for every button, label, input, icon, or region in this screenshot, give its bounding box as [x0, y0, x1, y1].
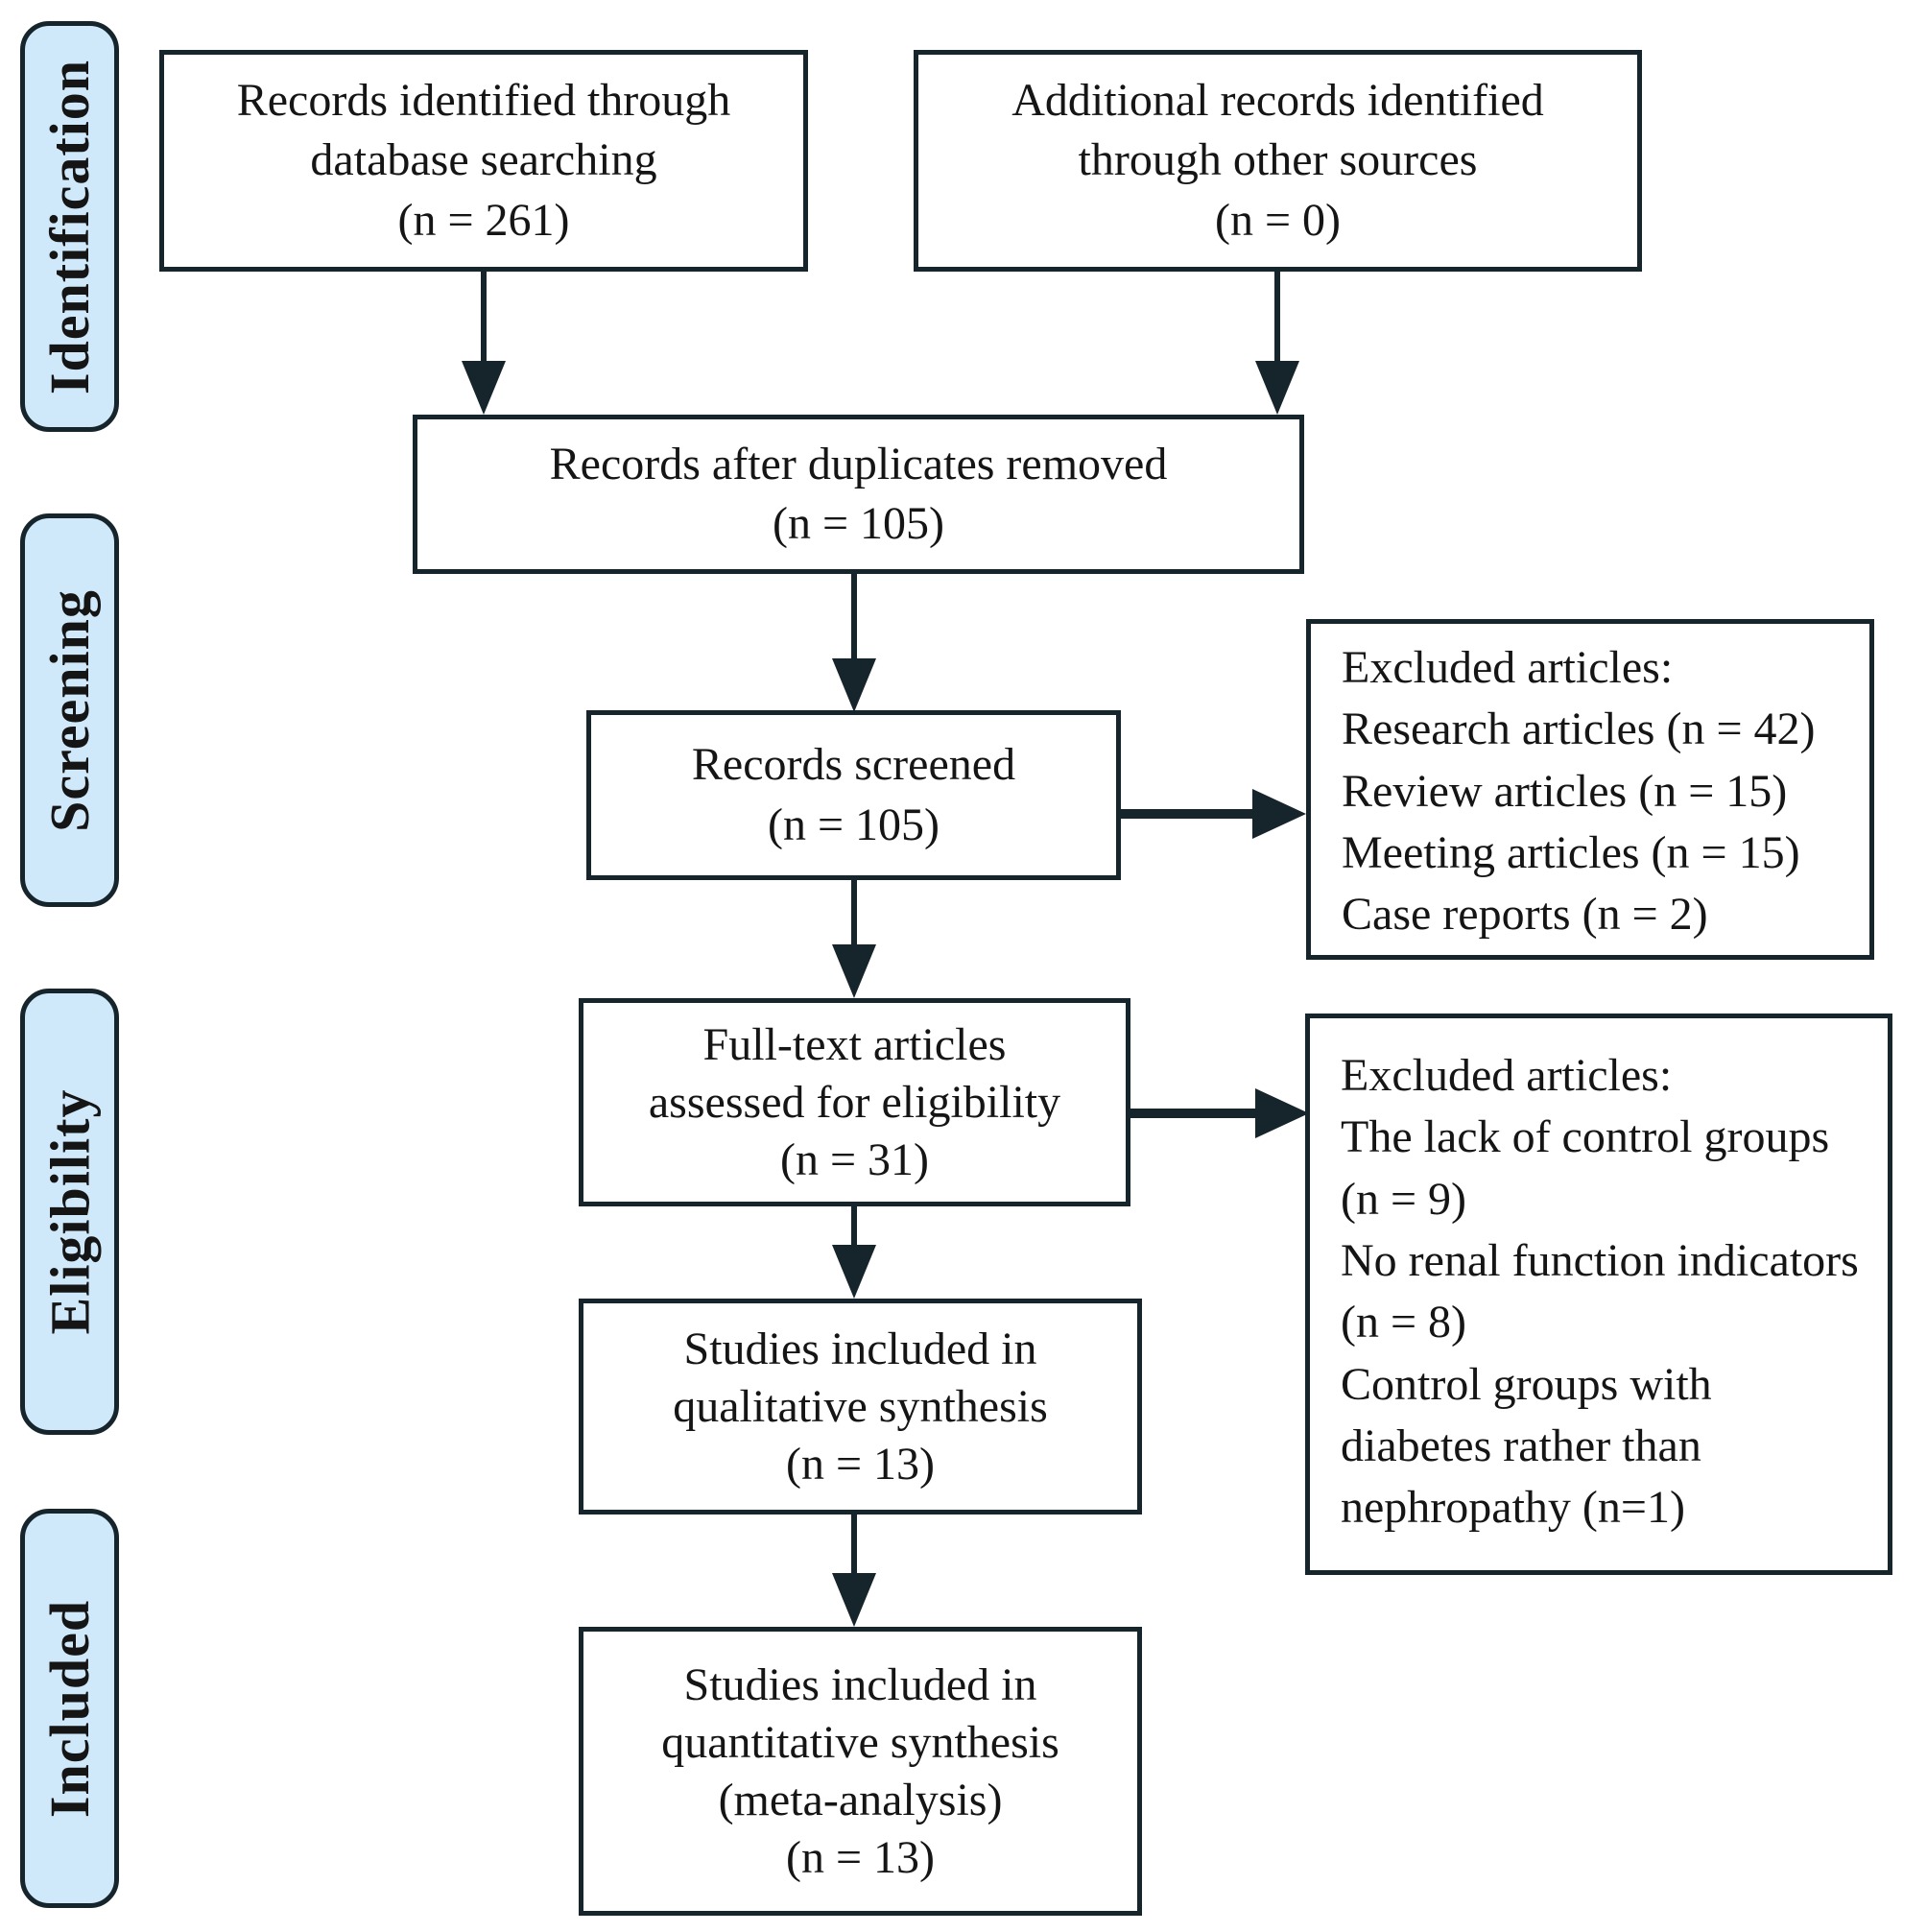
text-line: Excluded articles: [1341, 1050, 1673, 1101]
text-line: qualitative synthesis [673, 1380, 1048, 1432]
stage-identification-label: Identification [38, 59, 101, 394]
arrowhead-screened-to-excluded [1252, 789, 1306, 839]
text-line: Research articles (n = 42) [1342, 704, 1816, 755]
stage-included: Included [20, 1509, 119, 1908]
text-line: Meeting articles (n = 15) [1342, 826, 1800, 878]
text-line: No renal function indicators (n = 8) [1341, 1234, 1859, 1348]
stage-screening: Screening [20, 513, 119, 907]
text-line: Studies included in [683, 1323, 1037, 1374]
box-excluded-eligibility: Excluded articles: The lack of control g… [1305, 1014, 1892, 1575]
stage-eligibility-label: Eligibility [38, 1088, 102, 1335]
text-line: Case reports (n = 2) [1342, 889, 1708, 941]
text-line: Excluded articles: [1342, 642, 1674, 693]
text-line: database searching [310, 134, 657, 186]
arrow-line-identified-to-duplicates [481, 272, 487, 368]
arrow-line-qualitative-to-quantitative [851, 1515, 857, 1580]
text-line: (n = 31) [779, 1133, 930, 1185]
box-records-screened: Records screened (n = 105) [586, 710, 1121, 880]
text-line: Records screened [691, 739, 1016, 791]
text-line: Records identified through [236, 74, 731, 126]
box-additional-records: Additional records identified through ot… [914, 50, 1642, 272]
box-records-identified: Records identified through database sear… [159, 50, 808, 272]
text-line: (n = 105) [772, 498, 945, 549]
text-line: Studies included in [683, 1658, 1037, 1710]
text-line: (n = 261) [397, 194, 570, 246]
text-line: (n = 0) [1214, 194, 1342, 246]
stage-screening-label: Screening [38, 588, 101, 832]
stage-eligibility: Eligibility [20, 989, 119, 1435]
text-line: through other sources [1078, 134, 1478, 186]
box-excluded-screening: Excluded articles: Research articles (n … [1306, 619, 1874, 960]
arrowhead-fulltext-to-excluded [1255, 1088, 1309, 1138]
box-qualitative-synthesis: Studies included in qualitative synthesi… [579, 1299, 1142, 1515]
arrow-line-screened-to-fulltext [851, 880, 857, 952]
arrow-line-screened-to-excluded [1121, 809, 1255, 819]
text-line: Review articles (n = 15) [1342, 765, 1788, 817]
arrow-line-additional-to-duplicates [1274, 272, 1280, 368]
text-line: The lack of control groups (n = 9) [1341, 1111, 1830, 1225]
box-fulltext-assessed: Full-text articles assessed for eligibil… [579, 998, 1130, 1206]
arrowhead-qualitative-to-quantitative [832, 1573, 876, 1627]
text-line: Control groups with diabetes rather than… [1341, 1358, 1712, 1534]
arrow-line-duplicates-to-screened [851, 574, 857, 665]
box-duplicates-removed: Records after duplicates removed (n = 10… [413, 415, 1304, 574]
arrowhead-additional-to-duplicates [1255, 361, 1299, 415]
arrow-line-fulltext-to-excluded [1130, 1109, 1257, 1118]
stage-identification: Identification [20, 21, 119, 432]
box-quantitative-synthesis: Studies included in quantitative synthes… [579, 1627, 1142, 1916]
text-line: (n = 13) [785, 1438, 936, 1490]
text-line: Full-text articles [702, 1018, 1007, 1070]
arrow-line-fulltext-to-qualitative [851, 1206, 857, 1252]
text-line: assessed for eligibility [648, 1076, 1061, 1128]
text-line: (meta-analysis) [718, 1774, 1003, 1825]
arrowhead-duplicates-to-screened [832, 658, 876, 712]
text-line: quantitative synthesis [661, 1716, 1059, 1768]
text-line: Additional records identified [1011, 74, 1544, 126]
arrowhead-screened-to-fulltext [832, 944, 876, 998]
arrowhead-fulltext-to-qualitative [832, 1245, 876, 1299]
text-line: Records after duplicates removed [549, 438, 1168, 489]
arrowhead-identified-to-duplicates [462, 361, 506, 415]
text-line: (n = 13) [785, 1831, 936, 1883]
stage-included-label: Included [38, 1599, 102, 1818]
text-line: (n = 105) [767, 799, 940, 850]
